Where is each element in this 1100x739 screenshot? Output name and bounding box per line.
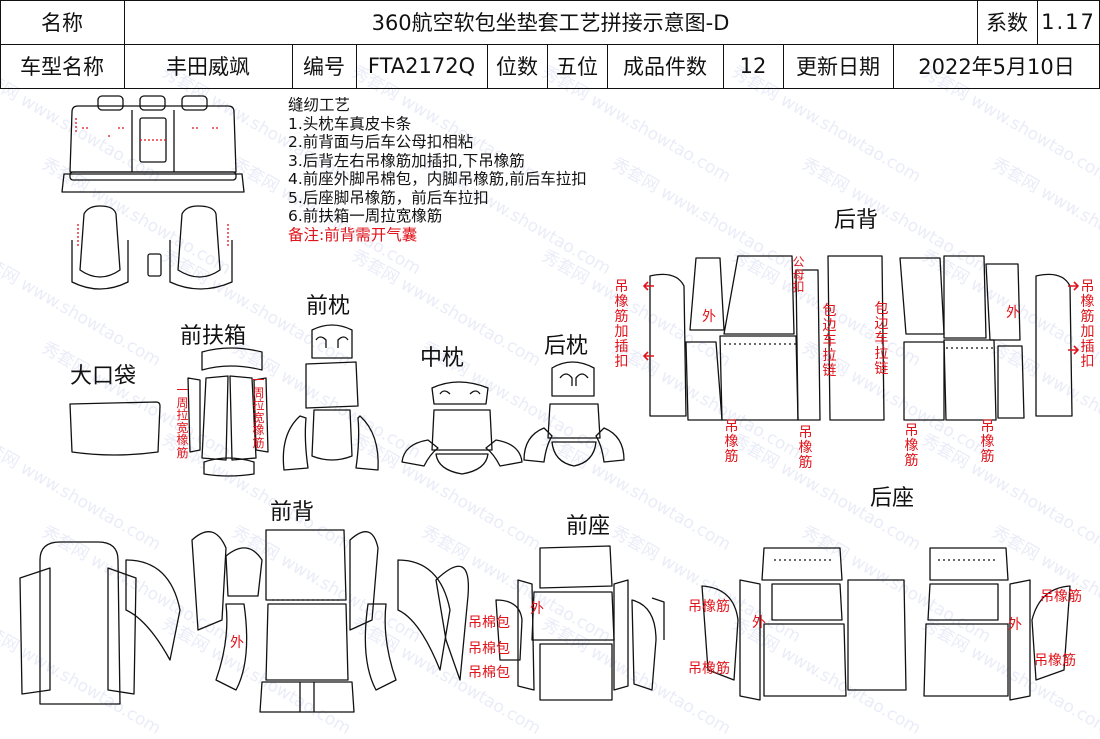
annot-armrest-elastic-left: 一周拉宽橡筋 <box>176 383 189 460</box>
annot-rear-back-outer-right: 外 <box>1006 305 1020 321</box>
front-seat-pieces <box>495 545 665 701</box>
code-value: FTA2172Q <box>367 54 476 78</box>
annot-rear-seat-outer-left: 外 <box>752 615 766 631</box>
annot-rear-back-left-elastic-buckle: 吊橡筋加插扣 <box>614 279 629 370</box>
seats-value: 五位 <box>556 55 598 79</box>
name-label: 名称 <box>41 11 83 35</box>
label-big-pocket: 大口袋 <box>70 364 137 389</box>
middle-headrest-pieces <box>401 381 523 475</box>
annot-rear-back-elastic-4: 吊橡筋 <box>980 419 995 465</box>
seat-overview-diagram <box>61 95 245 290</box>
annot-cotton-1: 吊棉包 <box>468 615 510 631</box>
note-item-1: 1.头枕车真皮卡条 <box>288 114 412 133</box>
annot-rear-back-elastic-2: 吊橡筋 <box>798 425 813 471</box>
annot-edge-zipper-left: 包边车拉链 <box>822 303 837 379</box>
big-pocket-piece <box>69 401 161 456</box>
coef-value: 1.17 <box>1041 10 1096 34</box>
annot-edge-zipper-right: 包边车拉链 <box>874 301 889 377</box>
annot-rear-seat-elastic-2: 吊橡筋 <box>688 661 730 677</box>
label-front-back: 前背 <box>270 500 315 525</box>
annot-cotton-2: 吊棉包 <box>468 641 510 657</box>
label-front-seat: 前座 <box>566 514 611 539</box>
annot-rear-seat-outer-right: 外 <box>1008 617 1022 633</box>
note-item-5: 5.后座脚吊橡筋，前后车拉扣 <box>288 188 489 207</box>
annot-rear-back-elastic-1: 吊橡筋 <box>724 419 739 465</box>
note-item-2: 2.前背面与后车公母扣相粘 <box>288 133 474 151</box>
note-item-3: 3.后背左右吊橡筋加插扣,下吊橡筋 <box>288 151 525 170</box>
front-armrest-pieces <box>187 347 269 477</box>
annot-rear-back-elastic-3: 吊橡筋 <box>904 423 919 469</box>
note-item-6: 6.前扶箱一周拉宽橡筋 <box>288 207 443 225</box>
annot-rear-seat-elastic-4: 吊橡筋 <box>1034 653 1076 669</box>
annot-rear-back-right-elastic-buckle: 吊橡筋加插扣 <box>1080 279 1095 370</box>
front-headrest-pieces <box>282 324 379 471</box>
label-rear-seat: 后座 <box>870 486 915 511</box>
label-front-headrest: 前枕 <box>306 294 351 319</box>
annot-armrest-elastic-right: 一周拉宽橡筋 <box>252 373 265 450</box>
header-table: 名称 360航空软包坐垫套工艺拼接示意图-D 系数 1.17 车型名称 丰田威飒… <box>0 0 1100 89</box>
update-value: 2022年5月10日 <box>918 55 1075 79</box>
annot-front-seat-outer: 外 <box>530 601 544 617</box>
coef-label: 系数 <box>986 11 1028 35</box>
label-rear-headrest: 后枕 <box>544 334 589 359</box>
annot-front-back-outer: 外 <box>230 635 244 651</box>
annot-male-female-buckle: 公母扣 <box>792 255 805 294</box>
seats-label: 位数 <box>496 55 538 79</box>
model-label: 车型名称 <box>20 55 104 79</box>
front-back-pieces <box>19 529 470 713</box>
update-label: 更新日期 <box>796 55 880 79</box>
note-remark: 备注:前背需开气囊 <box>288 225 418 244</box>
label-middle-headrest: 中枕 <box>420 346 465 371</box>
rear-back-pieces <box>643 255 1079 421</box>
model-value: 丰田威飒 <box>166 55 250 79</box>
pieces-label: 成品件数 <box>623 55 707 79</box>
rear-seat-pieces <box>701 547 1071 701</box>
annot-rear-seat-elastic-1: 吊橡筋 <box>688 599 730 615</box>
annot-rear-back-outer-left: 外 <box>702 309 716 325</box>
label-rear-back: 后背 <box>834 208 879 233</box>
notes-heading: 缝纫工艺 <box>288 96 351 114</box>
pieces-value: 12 <box>739 54 767 78</box>
code-label: 编号 <box>303 55 345 79</box>
note-item-4: 4.前座外脚吊棉包，内脚吊橡筋,前后车拉扣 <box>288 170 587 188</box>
sheet-title: 360航空软包坐垫套工艺拼接示意图-D <box>371 11 730 35</box>
annot-cotton-3: 吊棉包 <box>468 665 510 681</box>
annot-rear-seat-elastic-3: 吊橡筋 <box>1040 589 1082 605</box>
rear-headrest-pieces <box>523 361 625 467</box>
label-front-armrest: 前扶箱 <box>180 324 247 349</box>
